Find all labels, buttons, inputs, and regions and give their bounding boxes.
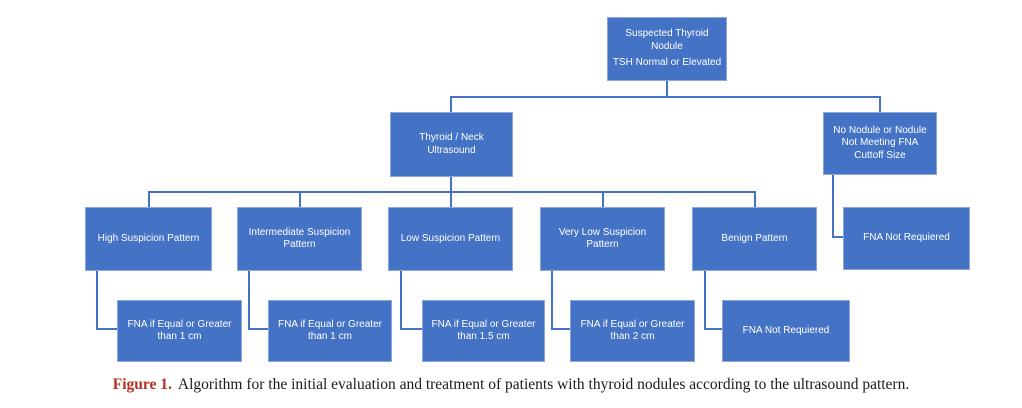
node-text: FNA Not Requiered [742,324,830,336]
connector-elbow-no-nodule-v [832,175,834,238]
node-fna-not-required-benign: FNA Not Requiered [722,300,850,362]
figure-caption-text: Algorithm for the initial evaluation and… [177,376,910,393]
connector-ultrasound-stem [450,177,452,193]
node-suspected-thyroid-nodule: Suspected Thyroid Nodule TSH Normal or E… [607,17,727,81]
connector-elbow-low-h [400,328,422,330]
node-fna-ge-1cm-intermediate: FNA if Equal or Greater than 1 cm [268,300,392,362]
connector-drop-benign [754,191,756,207]
node-intermediate-suspicion-pattern: Intermediate Suspicion Pattern [237,207,362,271]
node-text: Very Low Suspicion Pattern [558,226,647,251]
node-text: Intermediate Suspicion Pattern [248,226,351,251]
connector-suspected-stem [666,81,668,98]
node-low-suspicion-pattern: Low Suspicion Pattern [388,207,513,271]
node-fna-ge-1cm-high: FNA if Equal or Greater than 1 cm [117,300,242,362]
connector-drop-ultrasound [450,96,452,113]
node-text: Low Suspicion Pattern [400,232,501,244]
node-text: FNA Not Requiered [863,232,950,244]
connector-drop-intermediate [299,191,301,207]
connector-drop-high [148,191,150,207]
node-text: FNA if Equal or Greater than 1 cm [127,318,232,343]
node-text: No Nodule or Nodule Not Meeting FNA Cutt… [833,124,927,161]
node-fna-ge-1-5cm-low: FNA if Equal or Greater than 1.5 cm [422,300,545,362]
node-fna-not-required-right: FNA Not Requiered [843,207,970,270]
node-high-suspicion-pattern: High Suspicion Pattern [85,207,212,271]
node-text: TSH Normal or Elevated [612,57,722,69]
node-no-nodule-or-below-cutoff: No Nodule or Nodule Not Meeting FNA Cutt… [823,112,937,175]
node-text: Suspected Thyroid Nodule [625,28,709,52]
connector-elbow-low-v [400,271,402,330]
connector-elbow-high-h [96,328,117,330]
connector-elbow-intermediate-v [248,271,250,330]
connector-drop-very-low [602,191,604,207]
connector-elbow-intermediate-h [248,328,268,330]
connector-elbow-high-v [96,271,98,330]
node-text: Benign Pattern [721,232,788,244]
connector-level1-crossbar [450,96,881,98]
figure-caption-label: Figure 1. [112,376,172,393]
node-text: High Suspicion Pattern [97,232,200,244]
node-text: Thyroid / Neck Ultrasound [419,132,484,156]
node-very-low-suspicion-pattern: Very Low Suspicion Pattern [540,207,665,271]
figure-caption: Figure 1. Algorithm for the initial evalu… [0,376,1022,394]
connector-drop-low [450,191,452,207]
node-benign-pattern: Benign Pattern [692,207,817,271]
node-text: FNA if Equal or Greater than 1 cm [278,318,382,343]
node-thyroid-neck-ultrasound: Thyroid / Neck Ultrasound [390,112,513,177]
connector-level2-crossbar [148,191,756,193]
connector-elbow-no-nodule-h [832,236,843,238]
node-fna-ge-2cm-very-low: FNA if Equal or Greater than 2 cm [570,300,695,362]
connector-elbow-very-low-h [551,328,570,330]
node-text: FNA if Equal or Greater than 1.5 cm [431,318,536,343]
connector-elbow-benign-v [704,271,706,330]
node-text: FNA if Equal or Greater than 2 cm [580,318,685,343]
connector-elbow-benign-h [704,328,722,330]
connector-drop-no-nodule [879,96,881,113]
connector-elbow-very-low-v [551,271,553,330]
